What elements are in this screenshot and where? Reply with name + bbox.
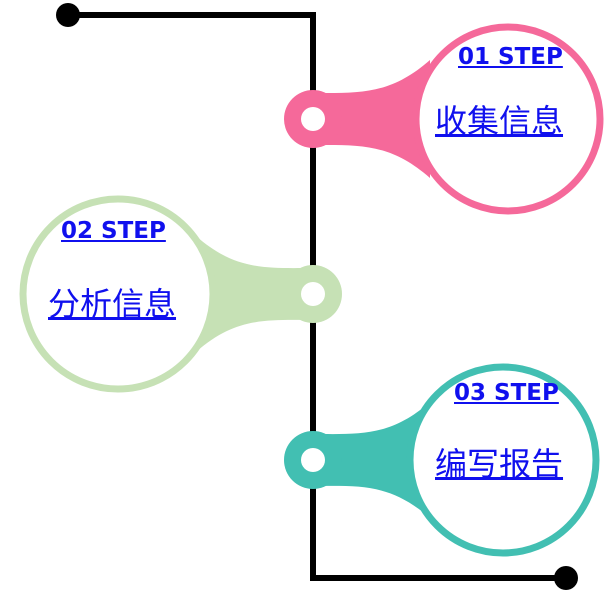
step-2-bubble: [19, 195, 342, 393]
step-2-title[interactable]: 分析信息: [48, 285, 177, 323]
timeline-end-dot: [554, 566, 578, 590]
step-3-title[interactable]: 编写报告: [435, 445, 564, 483]
step-1-title[interactable]: 收集信息: [435, 102, 564, 140]
step-1-number[interactable]: 01 STEP: [458, 44, 563, 70]
step-3-number[interactable]: 03 STEP: [454, 380, 559, 406]
timeline-start-dot: [56, 3, 80, 27]
step-3-bubble: [284, 363, 600, 557]
step-1-bubble: [284, 23, 604, 215]
step-2-number[interactable]: 02 STEP: [61, 218, 166, 244]
